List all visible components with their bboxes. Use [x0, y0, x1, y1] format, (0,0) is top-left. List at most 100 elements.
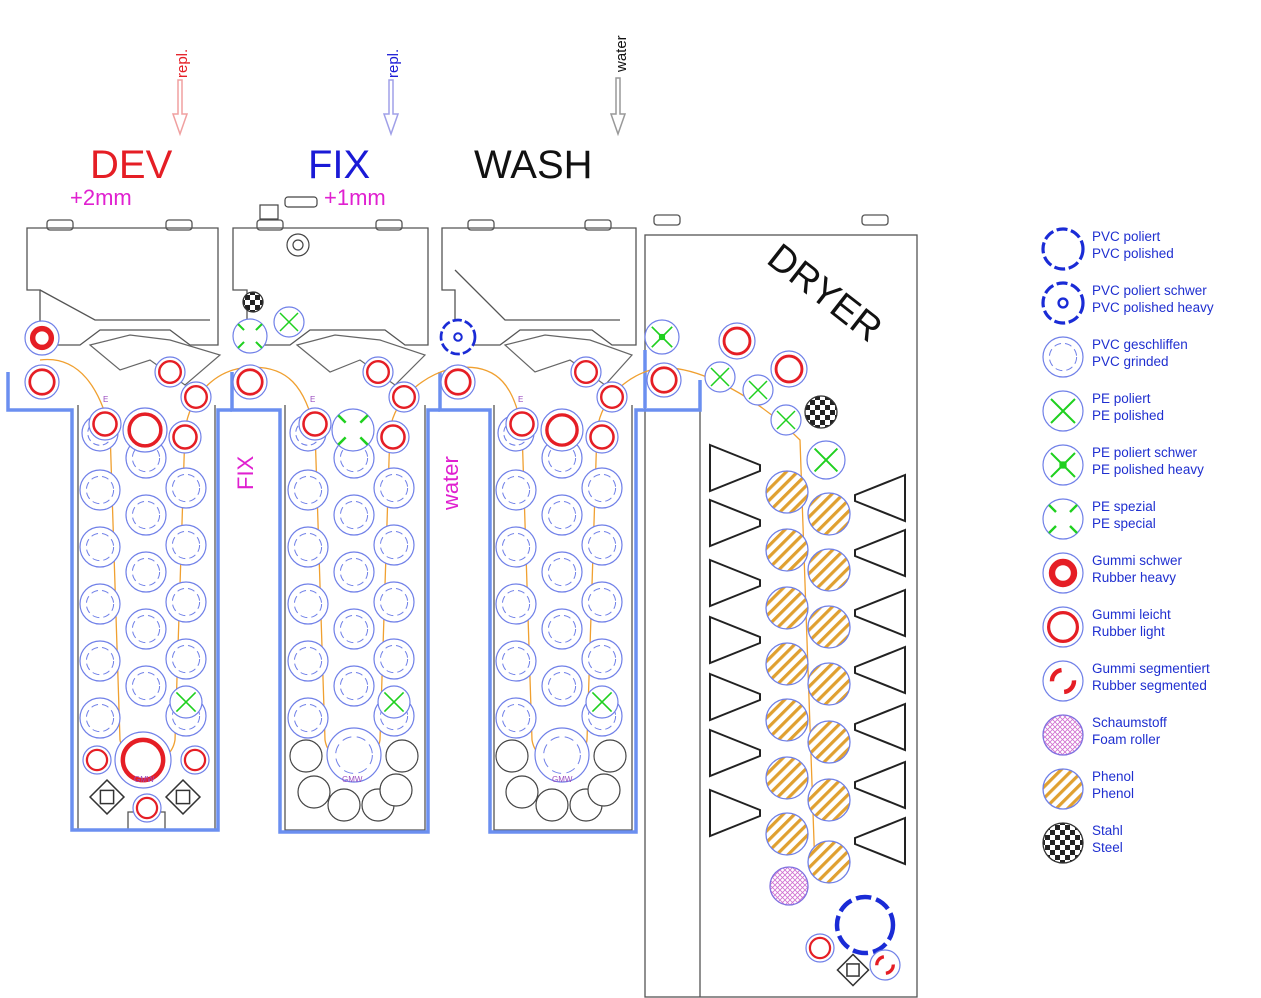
fix-offset: +1mm [324, 185, 386, 210]
dev-offset: +2mm [70, 185, 132, 210]
roller-rubber-light [540, 408, 584, 452]
roller-pe-polished-heavy [1042, 444, 1084, 486]
roller-rubber-light [88, 407, 122, 441]
legend-label-de: Schaumstoff [1092, 715, 1167, 730]
air-knife-left [709, 615, 761, 665]
roller-pe-polished [169, 685, 203, 719]
roller-rubber-heavy [24, 320, 60, 356]
air-knife-right [854, 588, 906, 638]
foam-icon [1042, 714, 1084, 756]
roller-rubber-light [180, 745, 210, 775]
fix-header: FIX +1mm repl. [308, 49, 402, 210]
guide-plates [88, 334, 634, 386]
roller-pvc-grinded [373, 581, 415, 623]
legend-label-de: PE spezial [1092, 499, 1156, 514]
legend-label-de: Gummi schwer [1092, 553, 1183, 568]
roller-plain [297, 775, 331, 809]
roller-pvc-grinded [581, 467, 623, 509]
roller-rubber-light [168, 420, 202, 454]
roller-phenol [807, 778, 851, 822]
air-knife-right [854, 760, 906, 810]
roller-pvc-grinded [165, 467, 207, 509]
legend-label-en: Rubber heavy [1092, 570, 1177, 585]
air-knife-right [854, 528, 906, 578]
roller-phenol [765, 812, 809, 856]
fix-title: FIX [308, 143, 370, 187]
channel-label-water: water [438, 456, 463, 511]
roller-pvc-grinded [79, 526, 121, 568]
roller-pvc-grinded [125, 665, 167, 707]
legend-label-en: Rubber light [1092, 624, 1165, 639]
roller-rubber-light [82, 745, 112, 775]
mark-e-dev: E [103, 395, 108, 404]
roller-pe-polished [273, 306, 305, 338]
legend-label-de: Stahl [1092, 823, 1123, 838]
air-knife-left [709, 443, 761, 493]
roller-pvc-grinded [287, 640, 329, 682]
wash-title: WASH [474, 143, 593, 187]
roller-rubber-light [180, 381, 212, 413]
mark-e-fix: E [310, 395, 315, 404]
roller-pvc-grinded [581, 524, 623, 566]
roller-phenol [807, 548, 851, 592]
roller-pe-special [331, 408, 375, 452]
roller-rubber-light [440, 364, 476, 400]
roller-pvc-grinded [495, 583, 537, 625]
roller-pvc-grinded [333, 494, 375, 536]
roller-phenol [765, 698, 809, 742]
roller-plain [379, 773, 413, 807]
roller-plain [495, 739, 529, 773]
roller-pvc-grinded [287, 583, 329, 625]
fix-supply-label: repl. [385, 49, 402, 78]
roller-rubber-light [362, 356, 394, 388]
roller-pvc-grinded [581, 638, 623, 680]
air-knife-left [709, 728, 761, 778]
roller-rubber-light [232, 364, 268, 400]
roller-plain [587, 773, 621, 807]
air-knife-left [709, 672, 761, 722]
roller-rubber-light [132, 793, 162, 823]
air-knife-right [854, 473, 906, 523]
pvc-grinded-icon [1042, 336, 1084, 378]
roller-drive [836, 953, 870, 987]
roller-rubber-light [298, 407, 332, 441]
legend-label-en: PE polished [1092, 408, 1165, 423]
roller-rubber-light [1042, 606, 1084, 648]
roller-phenol [765, 642, 809, 686]
roller-phenol [765, 528, 809, 572]
roller-pvc-grinded [541, 608, 583, 650]
rubber-heavy-icon [1042, 552, 1084, 594]
roller-pvc-grinded [581, 581, 623, 623]
legend-label-de: PVC geschliffen [1092, 337, 1188, 352]
roller-pe-polished [704, 361, 736, 393]
roller-rubber-light [122, 407, 168, 453]
roller-foam [1042, 714, 1084, 756]
pe-polished-heavy-icon [1042, 444, 1084, 486]
roller-rubber-light [388, 381, 420, 413]
roller-phenol [765, 586, 809, 630]
legend-label-en: Steel [1092, 840, 1123, 855]
roller-phenol [807, 662, 851, 706]
roller-pvc-grinded [373, 467, 415, 509]
dev-header: DEV +2mm repl. [70, 49, 191, 210]
roller-pvc-grinded [326, 727, 382, 783]
roller-rubber-light [646, 362, 682, 398]
roller-pvc-polished [834, 894, 896, 956]
roller-pvc-grinded [125, 551, 167, 593]
roller-pvc-grinded [495, 469, 537, 511]
legend-label-en: Foam roller [1092, 732, 1161, 747]
roller-pvc-grinded [333, 551, 375, 593]
roller-pvc-grinded [165, 638, 207, 680]
roller-rubber-light [154, 356, 186, 388]
roller-pvc-grinded [495, 526, 537, 568]
air-knife-left [709, 498, 761, 548]
